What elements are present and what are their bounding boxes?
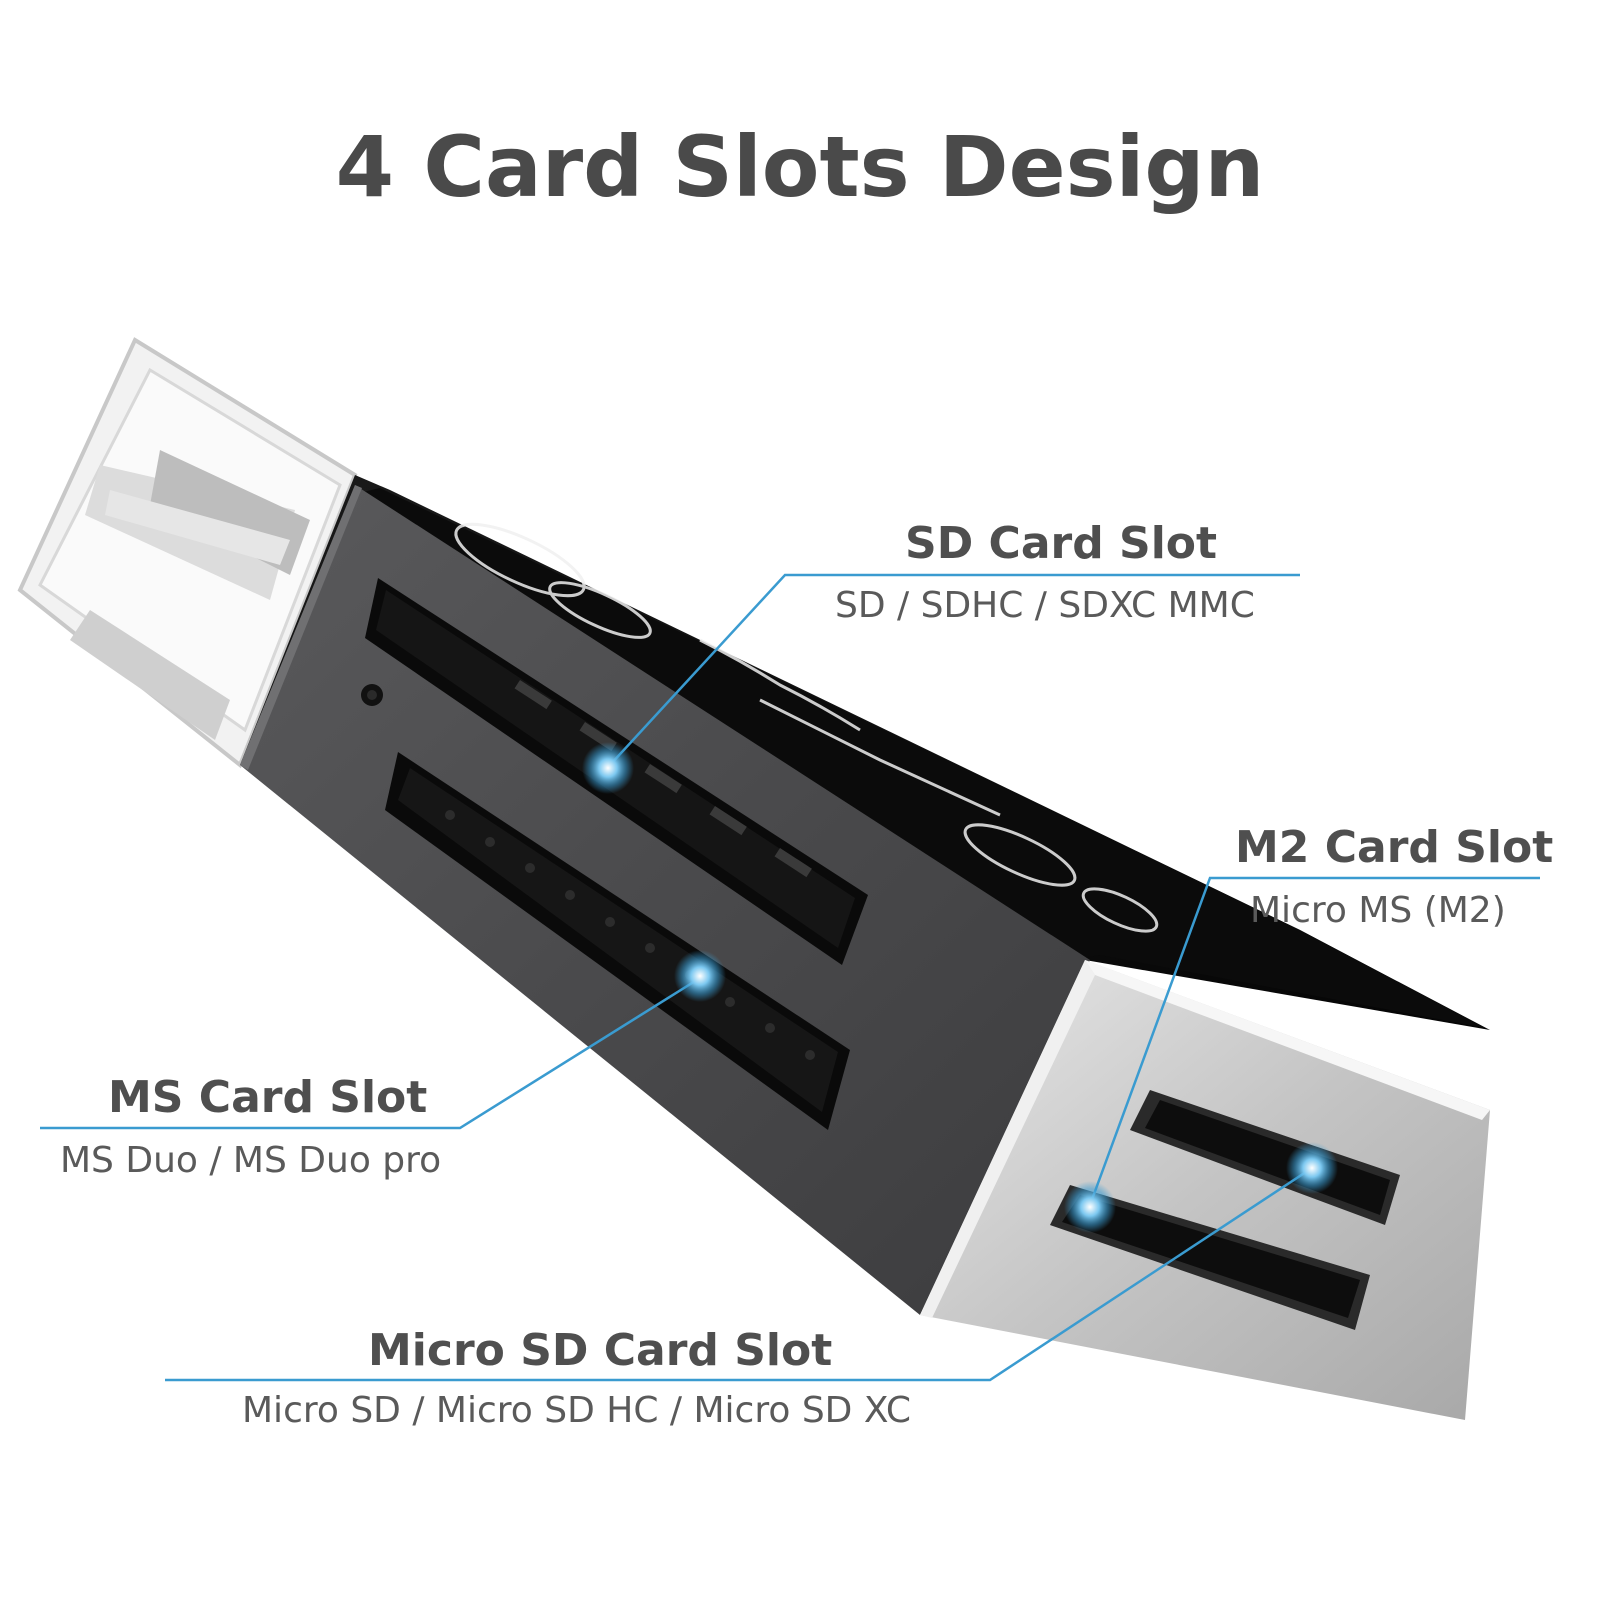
microsd-callout-line	[165, 1166, 1313, 1382]
page-title: 4 Card Slots Design	[335, 118, 1265, 216]
callout-lines	[40, 573, 1540, 1382]
microsd-slot-title: Micro SD Card Slot	[368, 1325, 833, 1376]
microsd-slot	[1050, 1185, 1370, 1330]
ms-marker-glow	[674, 950, 726, 1002]
usb-connector	[17, 337, 358, 769]
sd-marker-glow	[582, 742, 634, 794]
ms-callout-line	[40, 976, 701, 1130]
end-cap	[920, 960, 1490, 1420]
ms-slot-title: MS Card Slot	[108, 1072, 428, 1123]
sd-slot-subtitle: SD / SDHC / SDXC MMC	[835, 585, 1255, 626]
sd-callout-line	[609, 573, 1300, 766]
microsd-slot-subtitle: Micro SD / Micro SD HC / Micro SD XC	[242, 1390, 912, 1431]
sd-slot-title: SD Card Slot	[905, 518, 1218, 569]
m2-slot-subtitle: Micro MS (M2)	[1250, 890, 1506, 931]
slot-markers	[582, 742, 1338, 1233]
top-print	[454, 522, 1159, 933]
ms-slot-subtitle: MS Duo / MS Duo pro	[60, 1140, 442, 1181]
microsd-marker-glow	[1286, 1142, 1338, 1194]
m2-marker-glow	[1064, 1181, 1116, 1233]
m2-callout-line	[1088, 876, 1540, 1206]
m2-slot-title: M2 Card Slot	[1235, 822, 1554, 873]
